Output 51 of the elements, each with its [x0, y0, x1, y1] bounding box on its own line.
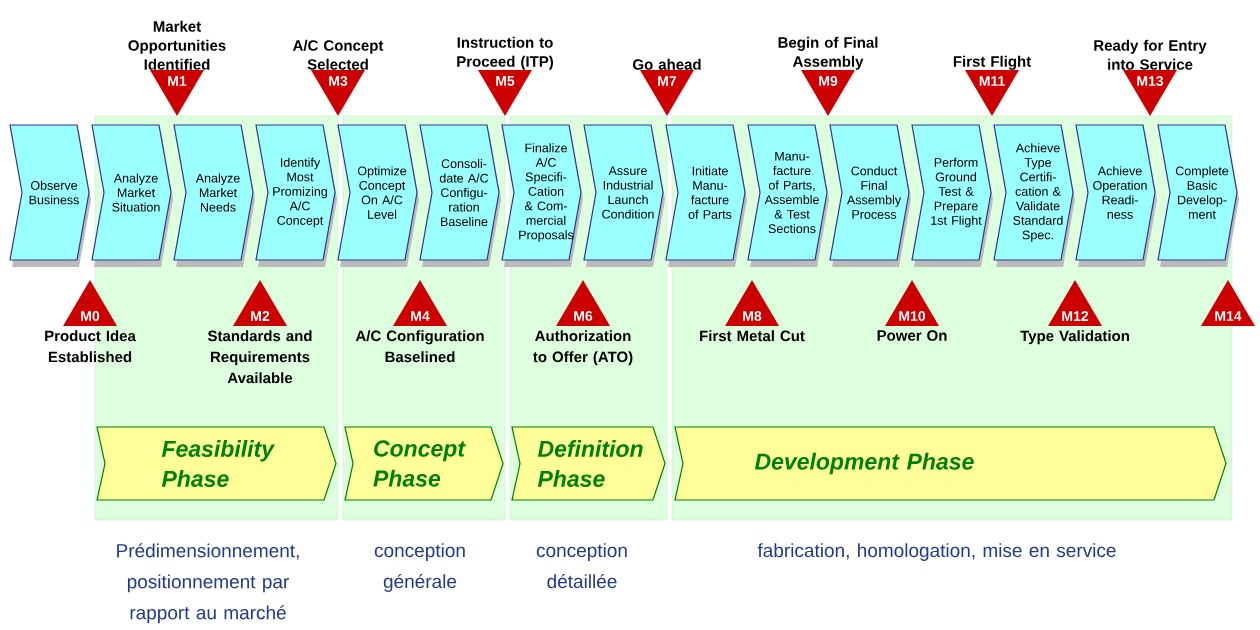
phase-banner: Concept Phase: [344, 426, 504, 501]
milestone-triangle: M11: [965, 70, 1019, 116]
process-step: Identify Most Promizing A/C Concept: [255, 124, 337, 267]
milestone-label: Market Opportunities Identified: [128, 20, 226, 70]
process-step: Analyze Market Situation: [91, 124, 173, 267]
process-step: Achieve Type Certifi- cation & Validate Standard Spec.: [993, 124, 1075, 267]
process-step: Analyze Market Needs: [173, 124, 255, 267]
milestone-label: Power On: [877, 330, 947, 341]
milestone-triangle: M3: [311, 70, 365, 116]
process-step: Observe Business: [9, 124, 91, 267]
milestone-triangle: M5: [478, 70, 532, 116]
milestone-label: Ready for Entry into Service: [1094, 39, 1207, 70]
phase-description: conception détaillée: [536, 543, 627, 589]
phase-description: conception générale: [374, 543, 465, 592]
phase-banner: Feasibility Phase: [96, 426, 337, 501]
milestone-label: Type Validation: [1020, 330, 1129, 345]
process-step: Conduct Final Assembly Process: [829, 124, 911, 267]
milestone-triangle: M6: [556, 280, 610, 326]
milestone-triangle: M2: [233, 280, 287, 326]
milestone-triangle: M1: [150, 70, 204, 116]
milestone-label: First Metal Cut: [700, 330, 805, 342]
milestone-label: Standards and Requirements Available: [207, 330, 312, 384]
milestone-label: Begin of Final Assembly: [778, 36, 878, 70]
milestone-triangle: M7: [640, 70, 694, 116]
process-step: Manu- facture of Parts, Assemble & Test Sections: [747, 124, 829, 267]
milestone-triangle: M10: [885, 280, 939, 326]
milestone-triangle: M9: [801, 70, 855, 116]
process-step: Achieve Operation Readi- ness: [1075, 124, 1157, 267]
process-step: Perform Ground Test & Prepare 1st Flight: [911, 124, 993, 267]
process-step: Assure Industrial Launch Condition: [583, 124, 665, 267]
milestone-label: Product Idea Established: [45, 330, 136, 363]
process-step: Optimize Concept On A/C Level: [337, 124, 419, 267]
phase-banner: Development Phase: [674, 426, 1227, 501]
milestone-triangle: M13: [1123, 70, 1177, 116]
milestone-label: A/C Configuration Baselined: [355, 330, 484, 363]
milestone-label: A/C Concept Selected: [292, 39, 384, 70]
milestone-label: Authorization to Offer (ATO): [533, 330, 633, 366]
phase-banner: Definition Phase: [511, 426, 666, 501]
milestone-triangle: M4: [393, 280, 447, 326]
milestone-triangle: M0: [63, 280, 117, 326]
process-step: Complete Basic Develop- ment: [1157, 124, 1239, 267]
milestone-triangle: M8: [725, 280, 779, 326]
milestone-triangle: M12: [1048, 280, 1102, 326]
phase-description: fabrication, homologation, mise en service: [757, 543, 1116, 561]
milestone-label: Instruction to Proceed (ITP): [457, 36, 553, 70]
milestone-label: First Flight: [953, 55, 1031, 70]
process-step: Consoli- date A/C Configu- ration Baseline: [419, 124, 501, 267]
phase-description: Prédimensionnement, positionnement par rapport au marché: [117, 543, 299, 624]
milestone-label: Go ahead: [633, 58, 701, 70]
process-step: Initiate Manu- facture of Parts: [665, 124, 747, 267]
milestone-triangle: M14: [1201, 280, 1255, 326]
